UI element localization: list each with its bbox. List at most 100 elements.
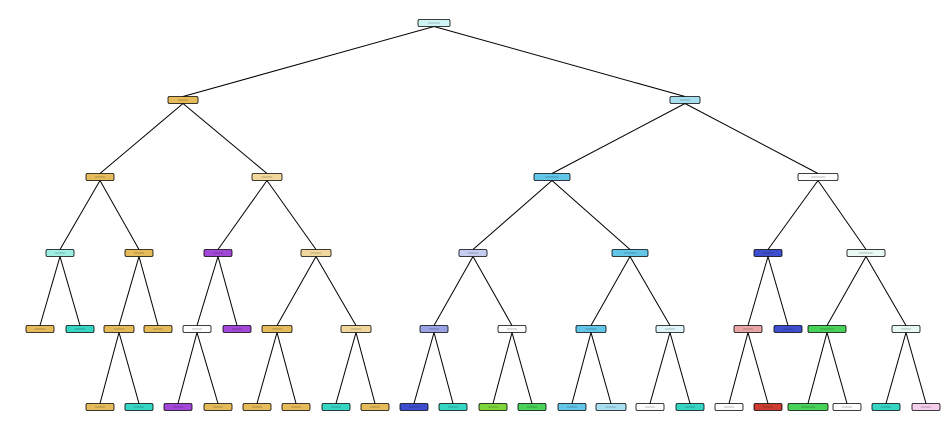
tree-edge-n14-n30: [865, 256, 907, 326]
tree-node-n41: [478, 403, 508, 411]
tree-node-box: [85, 173, 115, 181]
tree-node-box: [360, 403, 390, 411]
tree-edge-n6-n13: [767, 180, 819, 250]
tree-node-n30: [891, 325, 921, 333]
tree-node-n19: [182, 325, 212, 333]
tree-node-box: [103, 325, 135, 333]
tree-node-box: [517, 403, 547, 411]
tree-nodes: [25, 19, 941, 411]
tree-edge-n0-n2: [433, 26, 686, 97]
tree-node-n46: [675, 403, 705, 411]
tree-node-n17: [103, 325, 135, 333]
tree-node-box: [891, 325, 921, 333]
tree-edge-n26-n46: [669, 332, 691, 404]
tree-node-n39: [399, 403, 429, 411]
tree-node-box: [143, 325, 173, 333]
tree-node-box: [635, 403, 665, 411]
tree-node-box: [871, 403, 901, 411]
tree-node-n47: [714, 403, 744, 411]
tree-edge-n5-n11: [472, 180, 553, 250]
tree-edge-n8-n17: [118, 256, 140, 326]
tree-node-box: [85, 403, 115, 411]
tree-edge-n26-n45: [649, 332, 671, 404]
tree-node-box: [340, 325, 372, 333]
tree-node-n25: [575, 325, 607, 333]
tree-node-box: [300, 249, 332, 257]
tree-node-n37: [321, 403, 351, 411]
tree-node-n24: [497, 325, 527, 333]
tree-node-box: [25, 325, 55, 333]
tree-edge-n25-n43: [571, 332, 592, 404]
tree-node-box: [595, 403, 627, 411]
tree-edge-n7-n16: [59, 256, 81, 326]
tree-edge-n3-n8: [99, 180, 140, 250]
tree-node-box: [203, 403, 233, 411]
tree-node-box: [203, 249, 233, 257]
tree-edge-n11-n23: [433, 256, 474, 326]
tree-node-n27: [733, 325, 763, 333]
tree-node-box: [575, 325, 607, 333]
tree-node-box: [911, 403, 941, 411]
tree-node-n33: [163, 403, 193, 411]
tree-node-n13: [753, 249, 783, 257]
tree-node-n45: [635, 403, 665, 411]
tree-edge-n25-n44: [590, 332, 612, 404]
tree-node-box: [458, 249, 488, 257]
tree-edge-n4-n9: [217, 180, 268, 250]
tree-node-box: [419, 325, 449, 333]
tree-node-n16: [65, 325, 95, 333]
tree-node-n44: [595, 403, 627, 411]
tree-node-box: [675, 403, 705, 411]
tree-node-box: [478, 403, 508, 411]
tree-node-n50: [832, 403, 862, 411]
tree-edge-n12-n25: [590, 256, 631, 326]
tree-node-box: [807, 325, 847, 333]
tree-edge-n22-n38: [355, 332, 376, 404]
tree-node-n3: [85, 173, 115, 181]
tree-edge-n24-n41: [492, 332, 513, 404]
tree-node-n38: [360, 403, 390, 411]
tree-edge-n30-n51: [885, 332, 907, 404]
tree-edge-n19-n34: [196, 332, 219, 404]
tree-node-box: [45, 249, 75, 257]
tree-edge-n12-n26: [629, 256, 671, 326]
tree-edge-n7-n15: [39, 256, 61, 326]
tree-node-box: [753, 403, 783, 411]
tree-edge-n30-n52: [905, 332, 927, 404]
tree-edge-n2-n6: [684, 103, 819, 174]
tree-node-n48: [753, 403, 783, 411]
tree-node-n9: [203, 249, 233, 257]
tree-node-n35: [242, 403, 272, 411]
tree-node-n18: [143, 325, 173, 333]
tree-node-n1: [167, 96, 199, 104]
tree-node-n2: [669, 96, 701, 104]
tree-node-n10: [300, 249, 332, 257]
tree-node-n23: [419, 325, 449, 333]
tree-node-box: [733, 325, 763, 333]
tree-edge-n4-n10: [266, 180, 317, 250]
tree-edge-n10-n21: [276, 256, 317, 326]
tree-node-box: [65, 325, 95, 333]
tree-node-n32: [124, 403, 154, 411]
tree-node-n0: [417, 19, 451, 27]
tree-edges: [39, 26, 927, 404]
tree-node-box: [438, 403, 468, 411]
tree-edge-n27-n47: [728, 332, 749, 404]
tree-node-n7: [45, 249, 75, 257]
tree-node-n14: [846, 249, 886, 257]
tree-edge-n11-n24: [472, 256, 513, 326]
tree-edge-n23-n39: [413, 332, 435, 404]
tree-node-box: [242, 403, 272, 411]
tree-node-n49: [787, 403, 829, 411]
tree-node-box: [399, 403, 429, 411]
tree-node-box: [669, 96, 701, 104]
tree-node-n15: [25, 325, 55, 333]
tree-edge-n6-n14: [817, 180, 867, 250]
tree-edge-n9-n19: [196, 256, 219, 326]
tree-edge-n17-n31: [99, 332, 120, 404]
tree-node-n21: [261, 325, 293, 333]
tree-edge-n29-n50: [826, 332, 848, 404]
tree-node-box: [261, 325, 293, 333]
tree-node-box: [846, 249, 886, 257]
tree-node-n42: [517, 403, 547, 411]
